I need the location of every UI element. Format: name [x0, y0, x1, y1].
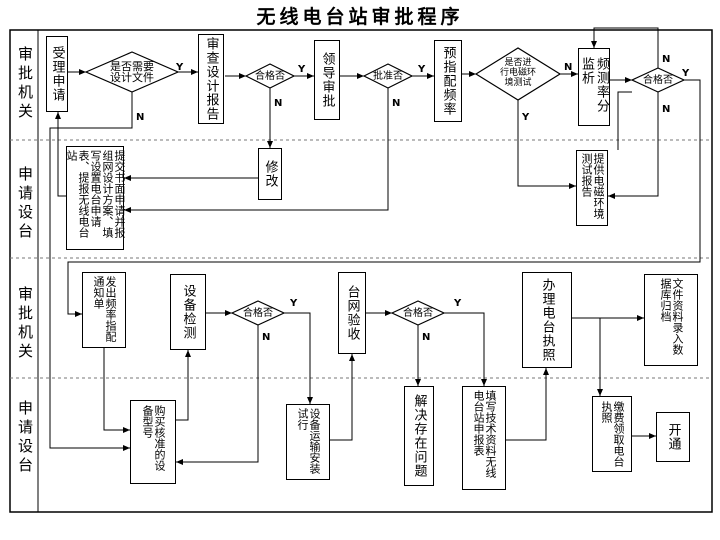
connector [124, 88, 389, 213]
decision-label-d7: 合格否 [403, 308, 433, 319]
connector [176, 350, 191, 421]
step-label: 办理电台执照 [539, 278, 555, 362]
step-frequency-monitoring-analysis: 频测率分监析 [578, 48, 610, 126]
band-label-applicant-1: 申请设台 [16, 166, 34, 242]
no-label: N [662, 104, 671, 115]
no-label: N [262, 332, 271, 343]
connector [103, 348, 130, 433]
connector [67, 79, 701, 317]
step-label: 缴费领取电台执照 [600, 401, 625, 467]
page-title: 无线电台站审批程序 [256, 6, 464, 28]
no-label: N [662, 54, 671, 65]
band-label-approval-2: 审批机关 [16, 286, 34, 362]
step-modify: 修改 [258, 148, 282, 200]
step-label: 提供电磁环境测试报告 [580, 153, 605, 219]
yes-label: Y [176, 62, 184, 73]
step-equipment-testing: 设备检测 [170, 274, 206, 350]
decision-label-d1: 是否需要 设计文件 [110, 60, 154, 84]
step-label: 开通 [665, 423, 681, 451]
step-label: 修改 [262, 160, 278, 188]
step-label: 设备运输安装试行 [296, 408, 321, 474]
decision-label-d6: 合格否 [243, 308, 273, 319]
step-label: 提交书面申请并报组网设计方案、填写设置电台申请表、提报无线电台站 [65, 150, 126, 238]
step-pre-assign-frequency: 预指配频率 [434, 40, 462, 122]
step-provide-emc-test-report: 提供电磁环境测试报告 [576, 150, 608, 226]
decision-label-d3: 批准否 [373, 71, 403, 82]
step-fill-station-form: 填写技术资料无线电台站申报表 [462, 386, 506, 490]
step-label: 购买核准的设备型号 [141, 405, 166, 471]
connector [517, 100, 576, 189]
step-label: 预指配频率 [440, 46, 456, 116]
connector [506, 368, 549, 441]
step-process-station-license: 办理电台执照 [522, 272, 572, 368]
connector [284, 312, 313, 404]
step-label: 领导审批 [319, 52, 335, 108]
yes-label: Y [454, 298, 462, 309]
step-submit-application: 提交书面申请并报组网设计方案、填写设置电台申请表、提报无线电台站 [65, 146, 126, 250]
step-network-acceptance: 台网验收 [338, 272, 366, 354]
connector [591, 27, 659, 68]
step-resolve-issues: 解决存在问题 [404, 386, 434, 486]
step-label: 受理申请 [49, 46, 65, 102]
step-label: 填写技术资料无线电台站申报表 [472, 390, 497, 478]
step-label: 文件资料录入数据库归档 [659, 278, 684, 355]
step-review-design-report: 审查设计报告 [198, 34, 224, 124]
decision-label-d2: 合格否 [255, 71, 285, 82]
connector [617, 91, 632, 150]
connector [176, 325, 259, 465]
yes-label: Y [682, 68, 690, 79]
connector [444, 312, 487, 386]
connector [49, 92, 133, 451]
step-label: 台网验收 [344, 285, 360, 341]
step-leader-approval: 领导审批 [314, 40, 340, 120]
step-label: 频测率分监析 [579, 57, 609, 113]
no-label: N [564, 62, 573, 73]
yes-label: Y [290, 298, 298, 309]
outer-frame [9, 29, 713, 513]
step-pay-and-collect-license: 缴费领取电台执照 [592, 396, 632, 472]
step-label: 发出频率指配通知单 [92, 276, 117, 342]
connector [330, 354, 355, 441]
yes-label: Y [418, 64, 426, 75]
step-label: 审查设计报告 [203, 37, 219, 121]
step-archive-to-database: 文件资料录入数据库归档 [644, 274, 698, 366]
step-install-equipment: 设备运输安装试行 [286, 404, 330, 480]
yes-label: Y [522, 112, 530, 123]
no-label: N [422, 332, 431, 343]
no-label: N [392, 98, 401, 109]
step-label: 解决存在问题 [411, 394, 427, 478]
band-label-applicant-2: 申请设台 [16, 400, 34, 476]
step-accept-application: 受理申请 [46, 36, 68, 112]
connector [55, 112, 66, 197]
no-label: N [136, 112, 145, 123]
no-label: N [274, 98, 283, 109]
step-purchase-equipment: 购买核准的设备型号 [130, 400, 176, 484]
step-label: 设备检测 [180, 284, 196, 340]
step-go-live: 开通 [656, 412, 690, 462]
step-issue-frequency-notice: 发出频率指配通知单 [82, 272, 126, 348]
connector [608, 92, 659, 199]
decision-label-d5: 合格否 [643, 75, 673, 86]
band-label-approval-1: 审批机关 [16, 46, 34, 122]
decision-label-d4: 是否进 行电磁环 境测试 [499, 58, 536, 88]
yes-label: Y [298, 64, 306, 75]
